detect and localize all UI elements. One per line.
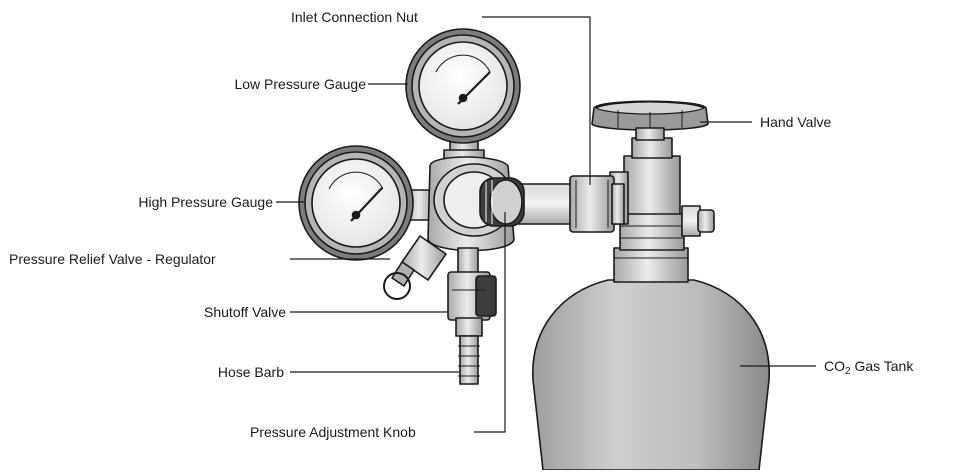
label-high-pressure-gauge: High Pressure Gauge [138, 194, 273, 210]
label-pressure-adjustment-knob: Pressure Adjustment Knob [250, 424, 416, 440]
pressure-relief-valve [383, 235, 447, 300]
label-hose-barb: Hose Barb [217, 364, 284, 380]
shutoff-valve [447, 247, 497, 337]
co2-tank [532, 247, 770, 471]
tank-body [532, 279, 770, 471]
label-pressure-relief-valve: Pressure Relief Valve - Regulator [9, 251, 216, 267]
inlet-nut [569, 175, 615, 233]
label-co2-gas-tank: CO2 Gas Tank [824, 358, 913, 380]
tank-label-suffix: Gas Tank [850, 358, 914, 374]
low-pressure-gauge [405, 28, 521, 171]
label-inlet-connection-nut: Inlet Connection Nut [291, 9, 418, 25]
pressure-adjustment-knob [479, 177, 525, 227]
high-pressure-gauge [298, 145, 435, 261]
leader-inlet-nut [482, 16, 591, 185]
tank-label-subscript: 2 [845, 366, 851, 377]
label-low-pressure-gauge: Low Pressure Gauge [234, 76, 366, 92]
relief-pull-ring [383, 272, 411, 300]
label-shutoff-valve: Shutoff Valve [204, 304, 286, 320]
tank-collar [613, 247, 689, 283]
leader-lines [276, 16, 816, 433]
tank-label-co: CO [824, 358, 845, 374]
hose-barb [458, 335, 480, 385]
leader-adjust-knob [474, 212, 506, 433]
label-hand-valve: Hand Valve [760, 114, 832, 130]
hand-valve-wheel [591, 100, 709, 141]
tank-valve [609, 137, 715, 251]
